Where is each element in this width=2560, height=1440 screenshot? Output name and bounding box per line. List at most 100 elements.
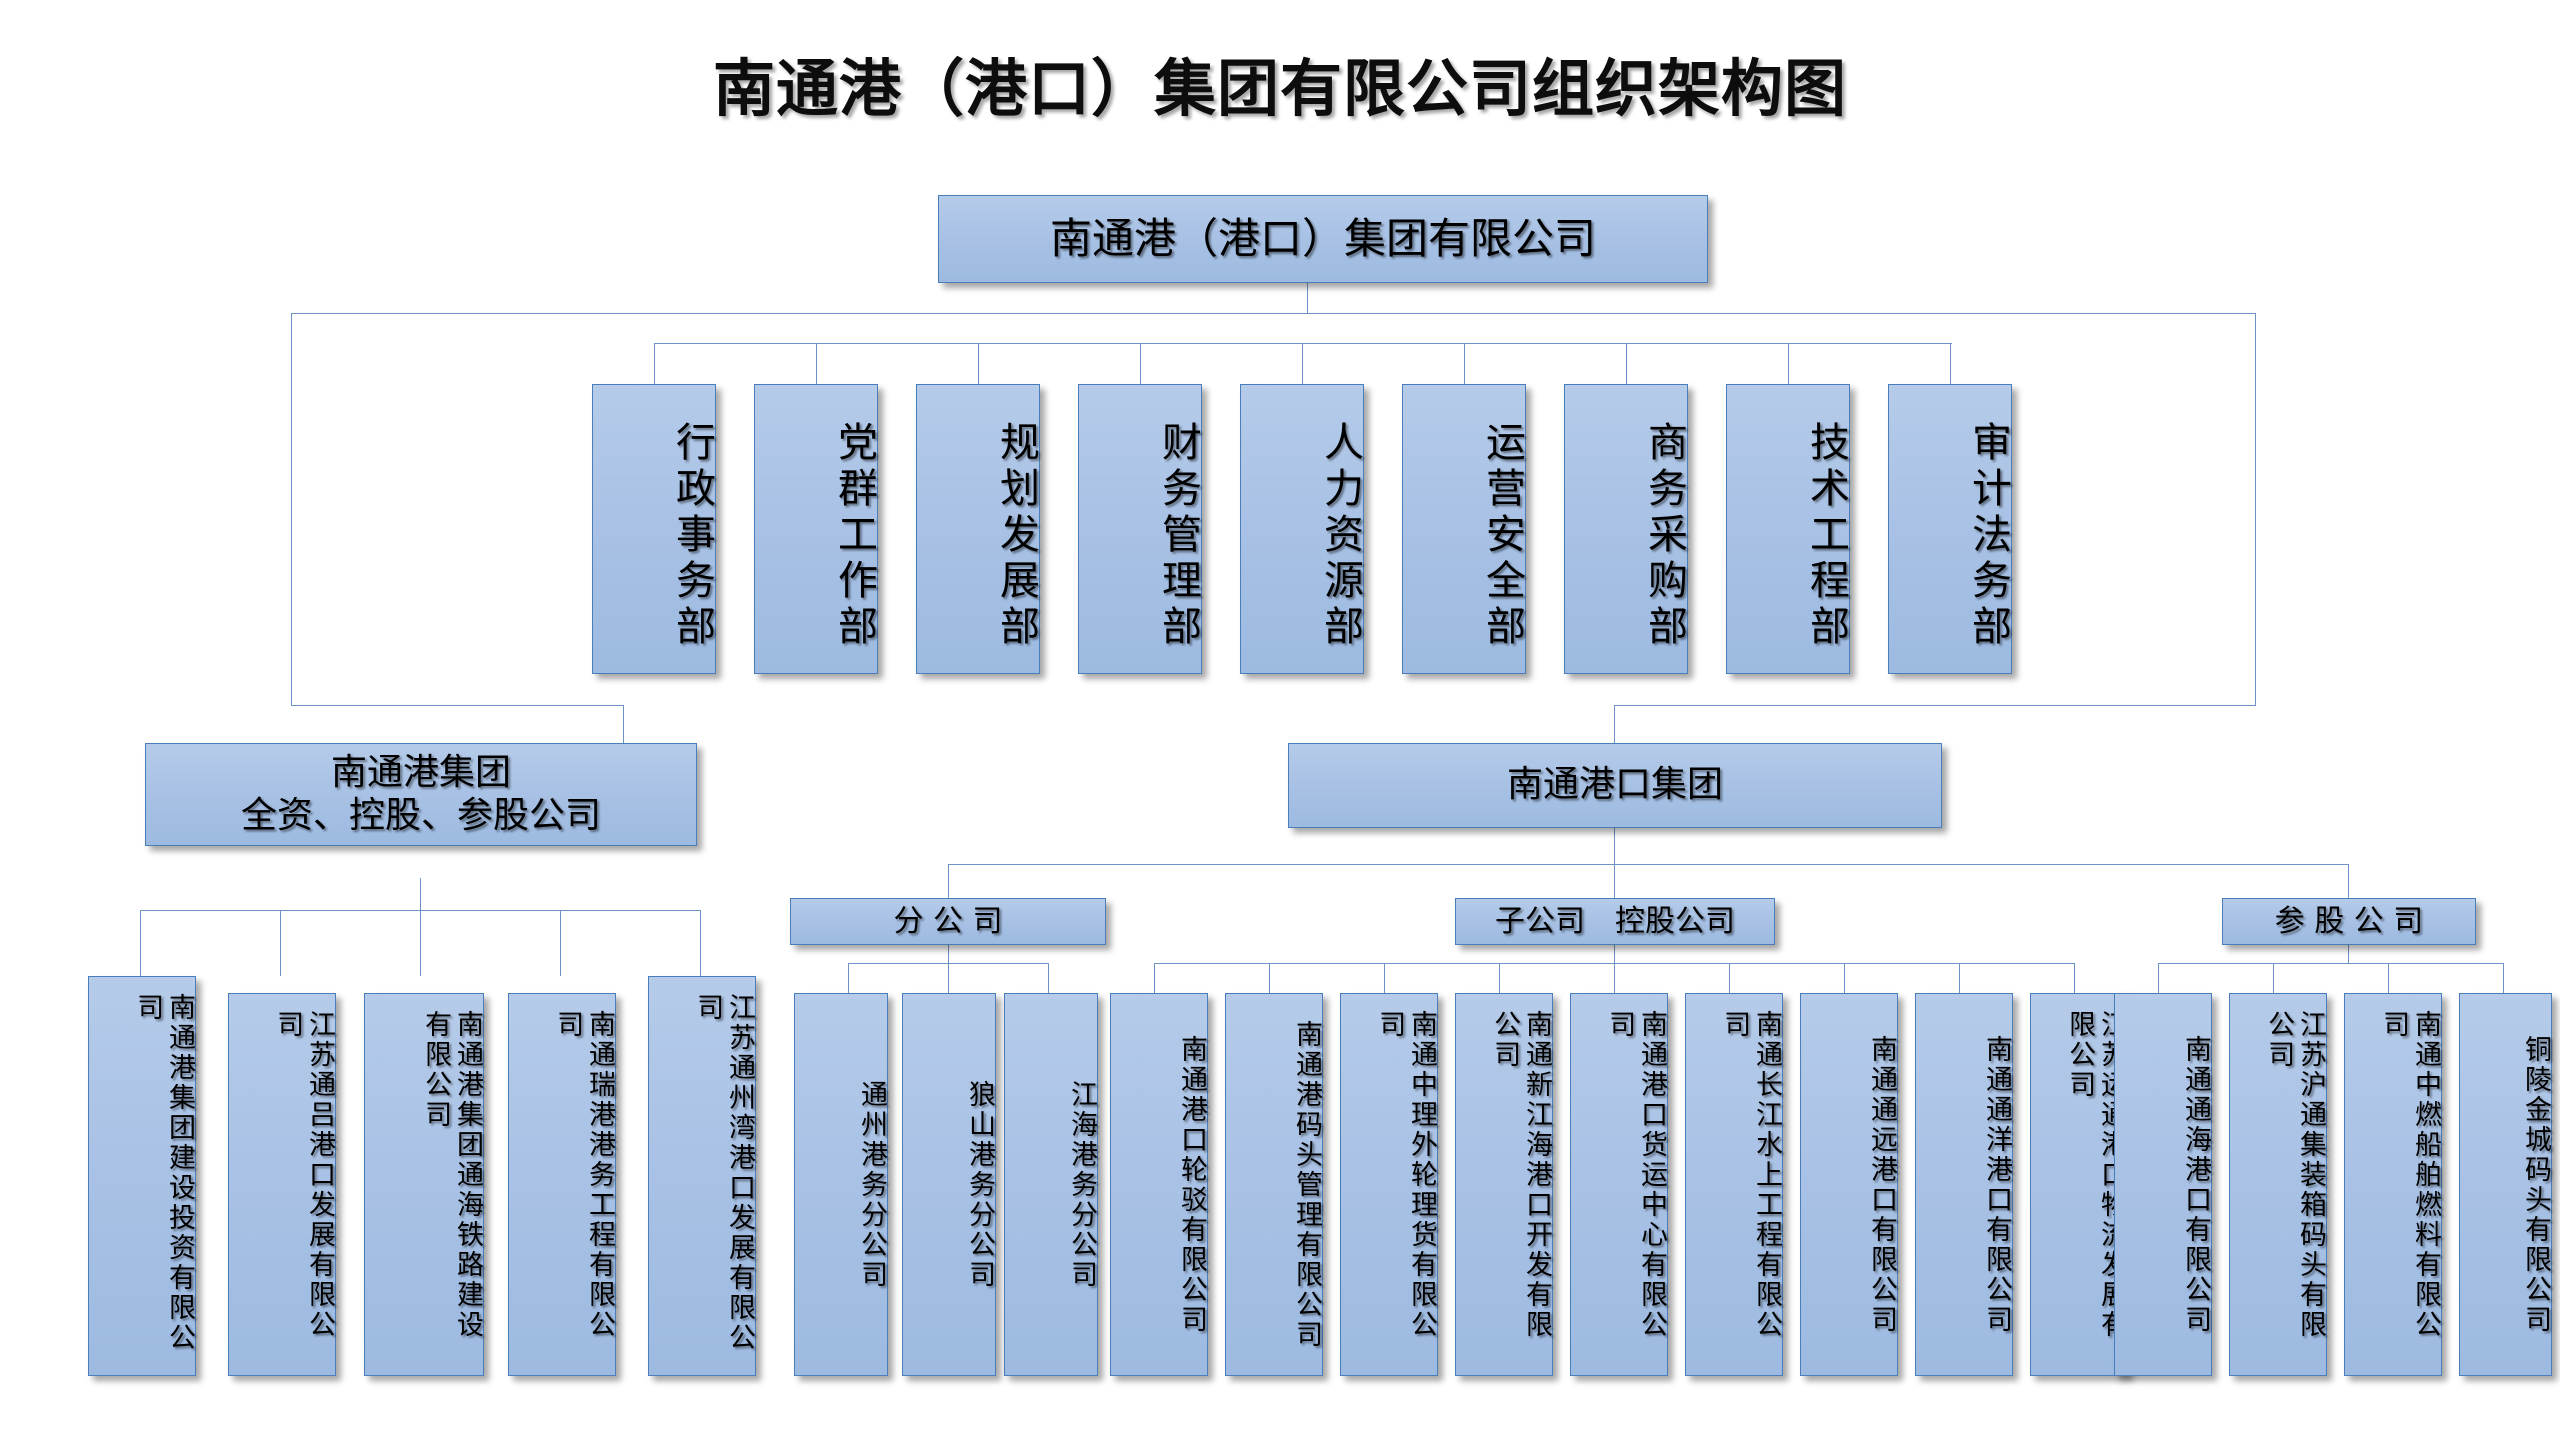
subsidiary-company-label-2: 南通港码头管理有限公司 bbox=[1291, 1019, 1322, 1350]
connector-equity-drop-1 bbox=[2158, 963, 2159, 993]
connector-dept-bus bbox=[654, 343, 1952, 344]
left-company-node-4[interactable]: 南通瑞港港务工程有限公司 bbox=[508, 993, 616, 1376]
connector-left-child-drop-2 bbox=[280, 910, 281, 976]
connector-branch-drop-3 bbox=[1048, 963, 1049, 993]
department-node-2[interactable]: 党群工作部 bbox=[754, 384, 878, 674]
connector-subsidiary-drop-8 bbox=[1959, 963, 1960, 993]
connector-frame bbox=[291, 313, 2256, 705]
category-node-branch[interactable]: 分 公 司 bbox=[790, 898, 1106, 945]
subsidiary-company-node-3[interactable]: 南通中理外轮理货有限公司 bbox=[1340, 993, 1438, 1376]
connector-subsidiary-drop-1 bbox=[1154, 963, 1155, 993]
root-node-label: 南通港（港口）集团有限公司 bbox=[1049, 214, 1596, 264]
connector-dept-drop-1 bbox=[654, 343, 655, 384]
department-label-7: 商务采购部 bbox=[1641, 421, 1687, 651]
equity-company-label-2: 江苏沪通集装箱码头有限公司 bbox=[2263, 1010, 2326, 1340]
department-node-3[interactable]: 规划发展部 bbox=[916, 384, 1040, 674]
group-node-right[interactable]: 南通港口集团 bbox=[1288, 743, 1942, 828]
connector-equity-drop-2 bbox=[2273, 963, 2274, 993]
connector-right-group-down bbox=[1614, 828, 1615, 864]
subsidiary-company-node-4[interactable]: 南通新江海港口开发有限公司 bbox=[1455, 993, 1553, 1376]
connector-left-child-drop-3 bbox=[420, 910, 421, 976]
subsidiary-company-label-4: 南通新江海港口开发有限公司 bbox=[1489, 1010, 1552, 1340]
department-label-4: 财务管理部 bbox=[1155, 421, 1201, 651]
subsidiary-company-node-6[interactable]: 南通长江水上工程有限公司 bbox=[1685, 993, 1783, 1376]
equity-company-node-4[interactable]: 铜陵金城码头有限公司 bbox=[2459, 993, 2552, 1376]
branch-company-label-1: 通州港务分公司 bbox=[856, 1079, 887, 1290]
connector-dept-drop-6 bbox=[1464, 343, 1465, 384]
department-node-4[interactable]: 财务管理部 bbox=[1078, 384, 1202, 674]
connector-category-bus bbox=[948, 864, 2348, 865]
left-company-node-3[interactable]: 南通港集团通海铁路建设有限公司 bbox=[364, 993, 484, 1376]
department-node-8[interactable]: 技术工程部 bbox=[1726, 384, 1850, 674]
left-company-node-1[interactable]: 南通港集团建设投资有限公司 bbox=[88, 976, 196, 1376]
department-label-6: 运营安全部 bbox=[1479, 421, 1525, 651]
subsidiary-company-label-6: 南通长江水上工程有限公司 bbox=[1719, 1010, 1782, 1340]
left-company-label-2: 江苏通吕港口发展有限公司 bbox=[272, 1010, 335, 1340]
branch-company-node-3[interactable]: 江海港务分公司 bbox=[1004, 993, 1098, 1376]
subsidiary-company-node-2[interactable]: 南通港码头管理有限公司 bbox=[1225, 993, 1323, 1376]
category-label-branch: 分 公 司 bbox=[893, 903, 1003, 939]
category-node-equity[interactable]: 参 股 公 司 bbox=[2222, 898, 2476, 945]
left-company-node-2[interactable]: 江苏通吕港口发展有限公司 bbox=[228, 993, 336, 1376]
connector-dept-drop-3 bbox=[978, 343, 979, 384]
connector-subsidiary-drop-7 bbox=[1844, 963, 1845, 993]
left-company-label-1: 南通港集团建设投资有限公司 bbox=[132, 993, 195, 1353]
department-node-1[interactable]: 行政事务部 bbox=[592, 384, 716, 674]
connector-subsidiary-drop-2 bbox=[1269, 963, 1270, 993]
subsidiary-company-node-9[interactable]: 江苏运通港口物流发展有限公司 bbox=[2030, 993, 2128, 1376]
connector-right-group-stub bbox=[1614, 705, 2256, 706]
connector-branch-down bbox=[948, 945, 949, 963]
branch-company-node-1[interactable]: 通州港务分公司 bbox=[794, 993, 888, 1376]
left-company-label-3: 南通港集团通海铁路建设有限公司 bbox=[420, 1010, 483, 1340]
group-label-right: 南通港口集团 bbox=[1506, 764, 1723, 806]
subsidiary-company-label-7: 南通通远港口有限公司 bbox=[1866, 1034, 1897, 1335]
group-node-left[interactable]: 南通港集团 全资、控股、参股公司 bbox=[145, 743, 697, 846]
connector-category-drop-3 bbox=[2348, 864, 2349, 898]
equity-company-node-1[interactable]: 南通通海港口有限公司 bbox=[2114, 993, 2212, 1376]
connector-subsidiary-drop-6 bbox=[1729, 963, 1730, 993]
category-node-subsidiary[interactable]: 子公司 控股公司 bbox=[1455, 898, 1775, 945]
department-label-2: 党群工作部 bbox=[831, 421, 877, 651]
connector-equity-bus bbox=[2158, 963, 2503, 964]
branch-company-node-2[interactable]: 狼山港务分公司 bbox=[902, 993, 996, 1376]
connector-left-child-drop-4 bbox=[560, 910, 561, 976]
connector-dept-drop-4 bbox=[1140, 343, 1141, 384]
department-node-6[interactable]: 运营安全部 bbox=[1402, 384, 1526, 674]
department-label-1: 行政事务部 bbox=[669, 421, 715, 651]
connector-subsidiary-drop-9 bbox=[2074, 963, 2075, 993]
equity-company-label-3: 南通中燃船舶燃料有限公司 bbox=[2378, 1010, 2441, 1340]
connector-category-drop-2 bbox=[1614, 864, 1615, 898]
connector-right-group-drop bbox=[1614, 705, 1615, 743]
subsidiary-company-label-8: 南通通洋港口有限公司 bbox=[1981, 1034, 2012, 1335]
subsidiary-company-node-5[interactable]: 南通港口货运中心有限公司 bbox=[1570, 993, 1668, 1376]
connector-category-drop-1 bbox=[948, 864, 949, 898]
department-node-7[interactable]: 商务采购部 bbox=[1564, 384, 1688, 674]
subsidiary-company-node-7[interactable]: 南通通远港口有限公司 bbox=[1800, 993, 1898, 1376]
department-label-8: 技术工程部 bbox=[1803, 421, 1849, 651]
department-node-5[interactable]: 人力资源部 bbox=[1240, 384, 1364, 674]
branch-company-label-3: 江海港务分公司 bbox=[1066, 1079, 1097, 1290]
connector-subsidiary-down bbox=[1614, 945, 1615, 963]
connector-subsidiary-drop-4 bbox=[1499, 963, 1500, 993]
root-node[interactable]: 南通港（港口）集团有限公司 bbox=[938, 195, 1708, 283]
subsidiary-company-label-3: 南通中理外轮理货有限公司 bbox=[1374, 1010, 1437, 1340]
subsidiary-company-label-1: 南通港口轮驳有限公司 bbox=[1176, 1034, 1207, 1335]
group-label-left: 南通港集团 全资、控股、参股公司 bbox=[240, 752, 601, 836]
category-label-equity: 参 股 公 司 bbox=[2274, 903, 2424, 939]
connector-left-group-drop bbox=[623, 705, 624, 743]
equity-company-label-1: 南通通海港口有限公司 bbox=[2180, 1034, 2211, 1335]
left-company-node-5[interactable]: 江苏通州湾港口发展有限公司 bbox=[648, 976, 756, 1376]
equity-company-node-3[interactable]: 南通中燃船舶燃料有限公司 bbox=[2344, 993, 2442, 1376]
equity-company-label-4: 铜陵金城码头有限公司 bbox=[2520, 1034, 2551, 1335]
subsidiary-company-node-1[interactable]: 南通港口轮驳有限公司 bbox=[1110, 993, 1208, 1376]
connector-branch-drop-2 bbox=[948, 963, 949, 993]
connector-left-child-drop-1 bbox=[140, 910, 141, 976]
left-company-label-4: 南通瑞港港务工程有限公司 bbox=[552, 1010, 615, 1340]
subsidiary-company-node-8[interactable]: 南通通洋港口有限公司 bbox=[1915, 993, 2013, 1376]
connector-left-group-down bbox=[420, 878, 421, 910]
equity-company-node-2[interactable]: 江苏沪通集装箱码头有限公司 bbox=[2229, 993, 2327, 1376]
subsidiary-company-label-5: 南通港口货运中心有限公司 bbox=[1604, 1010, 1667, 1340]
connector-dept-drop-8 bbox=[1788, 343, 1789, 384]
department-node-9[interactable]: 审计法务部 bbox=[1888, 384, 2012, 674]
